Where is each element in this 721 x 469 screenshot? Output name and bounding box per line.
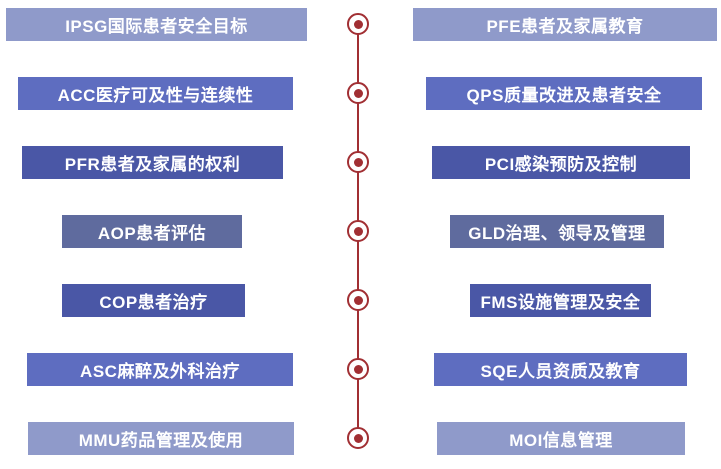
- chapter-box-moi: MOI信息管理: [437, 422, 685, 455]
- chapter-label: GLD治理、领导及管理: [468, 224, 646, 243]
- timeline-node-icon: [347, 151, 369, 173]
- chapter-label: ACC医疗可及性与连续性: [57, 86, 254, 105]
- chapter-box-asc: ASC麻醉及外科治疗: [27, 353, 293, 386]
- chapter-box-qps: QPS质量改进及患者安全: [426, 77, 702, 110]
- chapter-box-fms: FMS设施管理及安全: [470, 284, 651, 317]
- chapter-label: MOI信息管理: [509, 431, 613, 450]
- timeline-node-dot-icon: [353, 88, 363, 98]
- chapter-box-mmu: MMU药品管理及使用: [28, 422, 294, 455]
- timeline-node-icon: [347, 427, 369, 449]
- chapter-label: IPSG国际患者安全目标: [65, 17, 248, 36]
- chapter-box-ipsg: IPSG国际患者安全目标: [6, 8, 307, 41]
- chapter-box-gld: GLD治理、领导及管理: [450, 215, 664, 248]
- timeline-node-icon: [347, 358, 369, 380]
- chapter-label: MMU药品管理及使用: [78, 431, 244, 450]
- chapter-label: PFR患者及家属的权利: [64, 155, 241, 174]
- chapter-box-pfe: PFE患者及家属教育: [413, 8, 717, 41]
- timeline-node-dot-icon: [353, 226, 363, 236]
- timeline-node-icon: [347, 13, 369, 35]
- timeline-node-dot-icon: [353, 364, 363, 374]
- timeline-node-dot-icon: [353, 19, 363, 29]
- timeline-node-icon: [347, 82, 369, 104]
- chapter-box-pfr: PFR患者及家属的权利: [22, 146, 283, 179]
- timeline-node-icon: [347, 220, 369, 242]
- chapter-box-cop: COP患者治疗: [62, 284, 245, 317]
- chapter-label: SQE人员资质及教育: [480, 362, 641, 381]
- chapter-label: AOP患者评估: [97, 224, 207, 243]
- chapter-label: FMS设施管理及安全: [480, 293, 641, 312]
- chapter-label: PFE患者及家属教育: [486, 17, 644, 36]
- timeline-node-dot-icon: [353, 295, 363, 305]
- chapter-label: COP患者治疗: [99, 293, 208, 312]
- chapter-box-acc: ACC医疗可及性与连续性: [18, 77, 293, 110]
- chapter-label: PCI感染预防及控制: [484, 155, 638, 174]
- chapter-label: QPS质量改进及患者安全: [466, 86, 662, 105]
- timeline-node-dot-icon: [353, 157, 363, 167]
- chapter-box-pci: PCI感染预防及控制: [432, 146, 690, 179]
- chapter-box-sqe: SQE人员资质及教育: [434, 353, 687, 386]
- timeline-node-icon: [347, 289, 369, 311]
- chapter-label: ASC麻醉及外科治疗: [80, 362, 240, 381]
- timeline-node-dot-icon: [353, 433, 363, 443]
- chapter-box-aop: AOP患者评估: [62, 215, 242, 248]
